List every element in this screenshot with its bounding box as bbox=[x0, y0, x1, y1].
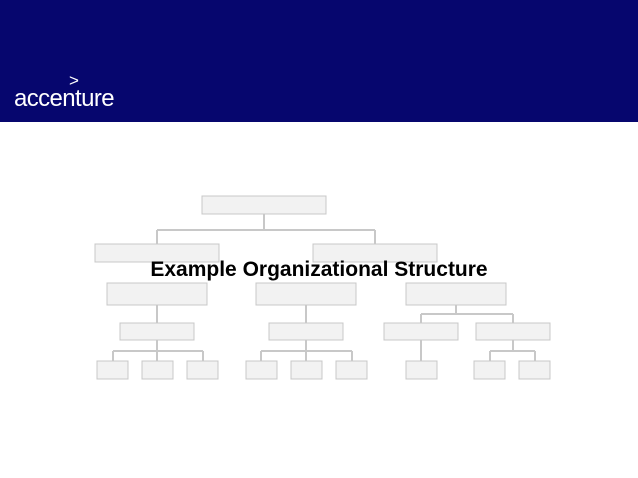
org-box-level1-right bbox=[312, 243, 438, 263]
org-box-member-2 bbox=[141, 360, 174, 380]
org-box-member-9 bbox=[518, 360, 551, 380]
org-box-dept-3 bbox=[405, 282, 507, 306]
org-box-member-6 bbox=[335, 360, 368, 380]
org-box-team-1 bbox=[119, 322, 195, 341]
logo-wordmark: accenture bbox=[14, 85, 115, 112]
connector-team-2 bbox=[260, 340, 353, 361]
logo-greater-than-mark: > bbox=[69, 71, 79, 90]
org-chart-connectors bbox=[112, 214, 536, 361]
org-box-root bbox=[201, 195, 327, 215]
org-box-team-4 bbox=[475, 322, 551, 341]
org-chart-boxes bbox=[94, 195, 551, 380]
org-box-member-7 bbox=[405, 360, 438, 380]
accenture-logo: > accenture bbox=[14, 72, 124, 117]
org-box-member-3 bbox=[186, 360, 219, 380]
org-box-member-4 bbox=[245, 360, 278, 380]
org-box-dept-1 bbox=[106, 282, 208, 306]
org-box-team-2 bbox=[268, 322, 344, 341]
org-box-member-8 bbox=[473, 360, 506, 380]
org-box-level1-left bbox=[94, 243, 220, 263]
connector-team-4 bbox=[489, 340, 536, 361]
connector-dept-3 bbox=[420, 305, 514, 323]
header-banner: > accenture bbox=[0, 0, 638, 122]
org-box-dept-2 bbox=[255, 282, 357, 306]
slide-title: Example Organizational Structure bbox=[150, 258, 488, 281]
connector-root bbox=[156, 214, 376, 244]
connector-team-1 bbox=[112, 340, 204, 361]
org-box-team-3 bbox=[383, 322, 459, 341]
org-box-member-1 bbox=[96, 360, 129, 380]
org-box-member-5 bbox=[290, 360, 323, 380]
